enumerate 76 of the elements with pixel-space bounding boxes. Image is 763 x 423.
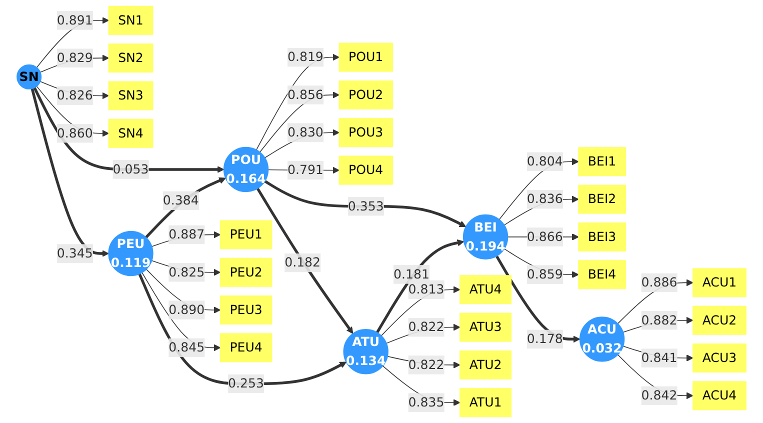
edge-label: 0.178 [526,331,563,346]
node-box: ACU2 [692,306,746,335]
edge-label: 0.856 [287,87,324,102]
arrow [145,177,226,238]
edge-label: 0.845 [168,340,205,355]
edge-label: 0.886 [641,274,678,290]
node-box: PEU4 [220,333,272,362]
edge-label: 0.053 [112,162,149,177]
node-box: PEU3 [220,296,272,325]
node-box: ACU4 [692,381,746,410]
edge-label: 0.835 [408,394,444,410]
node-box: ATU1 [460,388,512,418]
arrow [256,188,354,334]
arrow [498,158,579,220]
edge-label: 0.384 [162,192,199,208]
edge-label: 0.866 [526,229,563,244]
arrow [30,88,109,257]
node-box: POU1 [338,42,393,72]
arrow [142,272,221,352]
node-circle: SN [16,64,42,90]
node-box: ACU1 [692,268,746,298]
edge-label: 0.842 [641,388,678,403]
arrow [256,54,340,150]
node-circle: ATU 0.134 [343,329,388,374]
node-box: SN4 [108,118,154,148]
edge-label: 0.890 [168,302,205,318]
edge-label: 0.841 [641,350,678,366]
edge-label: 0.829 [56,50,93,66]
node-box: POU3 [338,118,393,148]
edge-label: 0.804 [526,154,563,169]
node-box: BEI2 [578,184,626,214]
edge-label: 0.353 [348,198,384,214]
node-box: SN3 [108,81,154,110]
edge-label: 0.819 [287,49,324,64]
node-box: BEI3 [578,222,626,252]
node-circle: ACU 0.032 [579,316,625,362]
edge-label: 0.253 [228,376,264,391]
node-box: BEI4 [578,260,626,290]
node-box: PEU1 [220,220,272,250]
node-box: ACU3 [692,343,746,373]
arrow [264,180,466,228]
node-box: SN1 [108,6,154,35]
node-circle: PEU 0.119 [108,230,154,276]
node-box: ATU2 [460,350,512,380]
edge-label: 0.836 [526,191,563,206]
node-box: BEI1 [578,147,626,176]
edge-label: 0.891 [56,12,93,28]
arrow [33,87,224,173]
edge-label: 0.182 [284,254,321,270]
node-box: POU2 [338,80,393,110]
arrow [496,255,580,343]
arrow [36,16,109,68]
edge-label: 0.825 [168,264,205,280]
edge-label: 0.791 [287,162,324,178]
node-box: PEU2 [220,258,272,287]
node-box: ATU4 [460,275,512,304]
node-box: POU4 [338,156,393,185]
edge-label: 0.181 [394,266,430,282]
edge-label: 0.822 [408,319,444,334]
arrow [376,239,464,334]
node-circle: POU 0.164 [223,146,269,192]
edge-label: 0.859 [526,266,563,282]
node-circle: BEI 0.194 [462,214,508,260]
edge-label: 0.830 [287,124,324,140]
node-box: SN2 [108,44,154,73]
arrow [138,273,347,386]
edge-label: 0.826 [56,88,93,103]
node-box: ATU3 [460,312,512,342]
edge-label: 0.860 [56,126,93,140]
edge-label: 0.813 [408,282,444,297]
arrow [259,91,340,152]
arrow [36,86,109,137]
edge-label: 0.822 [408,357,444,372]
edge-label: 0.882 [641,312,678,328]
edge-label: 0.887 [168,226,205,242]
edge-label: 0.345 [56,246,93,261]
